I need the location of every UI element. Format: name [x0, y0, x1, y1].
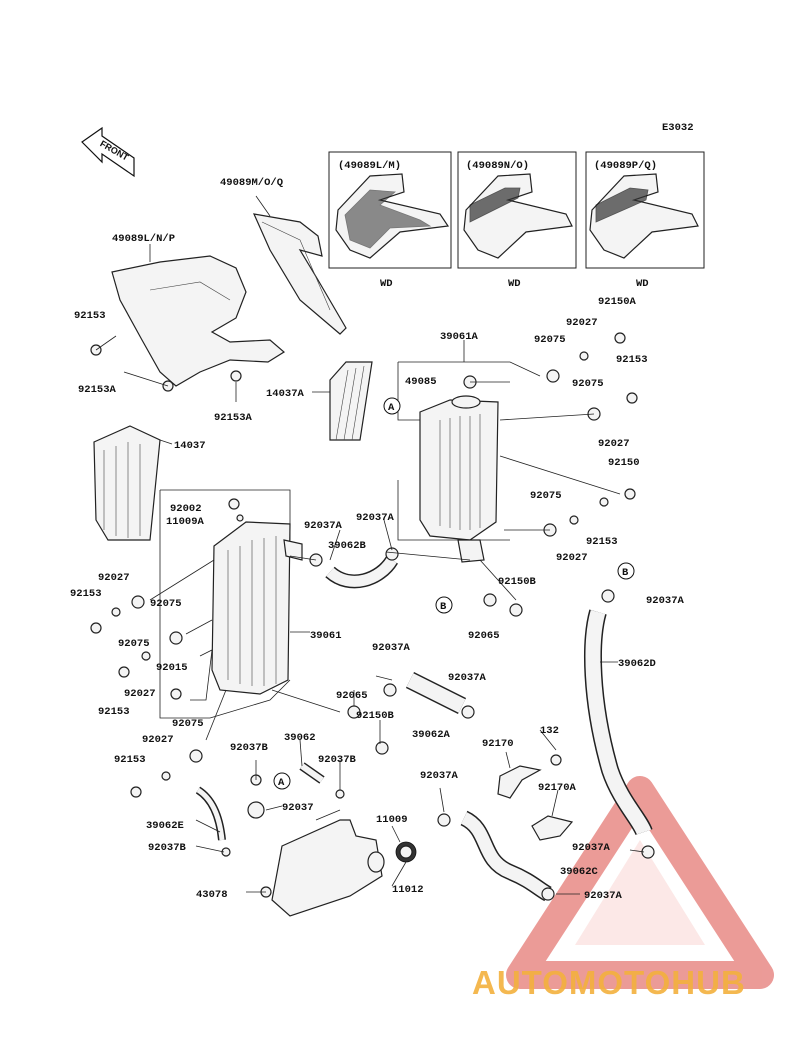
shroud-49089lnp	[111, 255, 286, 387]
label-49085: 49085	[405, 376, 437, 388]
radiator-39061	[211, 521, 303, 695]
label-92153a: 92153A	[78, 384, 117, 396]
label-92075: 92075	[534, 334, 566, 346]
label-92037b: 92037B	[318, 754, 357, 766]
label-92150b: 92150B	[356, 710, 395, 722]
label-92150b: 92150B	[498, 576, 537, 588]
label-92037a: 92037A	[420, 770, 459, 782]
label-92027: 92027	[142, 734, 174, 746]
label-39062c: 39062C	[560, 866, 599, 878]
label-92153: 92153	[114, 754, 146, 766]
svg-text:B: B	[622, 567, 629, 579]
label-92170: 92170	[482, 738, 514, 750]
inset-1: (49089L/M) WD	[328, 151, 452, 290]
label-49089moq: 49089M/O/Q	[220, 177, 283, 189]
label-92027: 92027	[556, 552, 588, 564]
label-39061a: 39061A	[440, 331, 479, 343]
label-39062d: 39062D	[618, 658, 656, 670]
label-92150a: 92150A	[598, 296, 637, 308]
svg-text:A: A	[388, 402, 395, 414]
label-92065: 92065	[468, 630, 500, 642]
louver-14037	[93, 425, 161, 541]
label-92153: 92153	[586, 536, 618, 548]
watermark-logo	[506, 776, 774, 989]
label-39062: 39062	[284, 732, 316, 744]
callout-b-1: B	[435, 596, 453, 614]
label-92153: 92153	[70, 588, 102, 600]
label-39061: 39061	[310, 630, 342, 642]
label-92037a: 92037A	[584, 890, 623, 902]
label-92027: 92027	[598, 438, 630, 450]
diagram-code: E3032	[662, 122, 694, 134]
label-92037a: 92037A	[646, 595, 685, 607]
label-43078: 43078	[196, 889, 228, 901]
inset-3-sub: WD	[636, 278, 649, 290]
label-92170a: 92170A	[538, 782, 577, 794]
fasteners	[90, 332, 655, 901]
label-92037a: 92037A	[572, 842, 611, 854]
label-132: 132	[540, 725, 559, 737]
label-11009: 11009	[376, 814, 408, 826]
label-39062a: 39062A	[412, 729, 451, 741]
label-92002: 92002	[170, 503, 202, 515]
label-11009a: 11009A	[166, 516, 205, 528]
label-92075: 92075	[572, 378, 604, 390]
label-92015: 92015	[156, 662, 188, 674]
callout-a-2: A	[273, 772, 291, 790]
label-14037a: 14037A	[266, 388, 305, 400]
bracket-92170a	[531, 815, 574, 841]
label-39062e: 39062E	[146, 820, 184, 832]
bracket-92170	[497, 765, 542, 799]
label-92150: 92150	[608, 457, 640, 469]
label-92027: 92027	[98, 572, 130, 584]
cap-11012	[395, 841, 417, 863]
label-92037a: 92037A	[448, 672, 487, 684]
label-92065: 92065	[336, 690, 368, 702]
leader-lines	[95, 195, 645, 895]
front-arrow-icon: FRONT	[81, 126, 135, 178]
label-92153: 92153	[616, 354, 648, 366]
inset-2: (49089N/O) WD	[457, 151, 577, 290]
label-92075: 92075	[150, 598, 182, 610]
label-92037a: 92037A	[356, 512, 395, 524]
callout-a-1: A	[383, 397, 401, 415]
label-92153: 92153	[98, 706, 130, 718]
label-92027: 92027	[124, 688, 156, 700]
label-92075: 92075	[172, 718, 204, 730]
part-labels: 49089M/O/Q 49089L/N/P 92153 92153A 92153…	[70, 177, 685, 902]
label-39062b: 39062B	[328, 540, 367, 552]
label-92153: 92153	[74, 310, 106, 322]
callout-b-2: B	[617, 562, 635, 580]
label-92037b: 92037B	[230, 742, 269, 754]
label-92037b: 92037B	[148, 842, 187, 854]
inset-3-title: (49089P/Q)	[594, 160, 657, 172]
svg-text:A: A	[278, 777, 285, 789]
louver-14037a	[329, 361, 373, 441]
svg-text:B: B	[440, 601, 447, 613]
radiator-39061a	[419, 395, 499, 563]
inset-2-sub: WD	[508, 278, 521, 290]
inset-2-title: (49089N/O)	[466, 160, 529, 172]
inset-1-title: (49089L/M)	[338, 160, 401, 172]
reserve-tank-43078	[271, 819, 385, 917]
label-92027: 92027	[566, 317, 598, 329]
brand-watermark: AUTOMOTOHUB	[472, 964, 746, 1001]
label-92153a: 92153A	[214, 412, 253, 424]
shroud-49089moq	[252, 213, 347, 335]
label-49089lnp: 49089L/N/P	[112, 233, 175, 245]
label-92075: 92075	[118, 638, 150, 650]
label-92037a: 92037A	[372, 642, 411, 654]
label-92037a: 92037A	[304, 520, 343, 532]
label-92075: 92075	[530, 490, 562, 502]
label-14037: 14037	[174, 440, 206, 452]
label-92037: 92037	[282, 802, 314, 814]
inset-1-sub: WD	[380, 278, 393, 290]
label-11012: 11012	[392, 884, 424, 896]
inset-3: (49089P/Q) WD	[585, 151, 705, 290]
